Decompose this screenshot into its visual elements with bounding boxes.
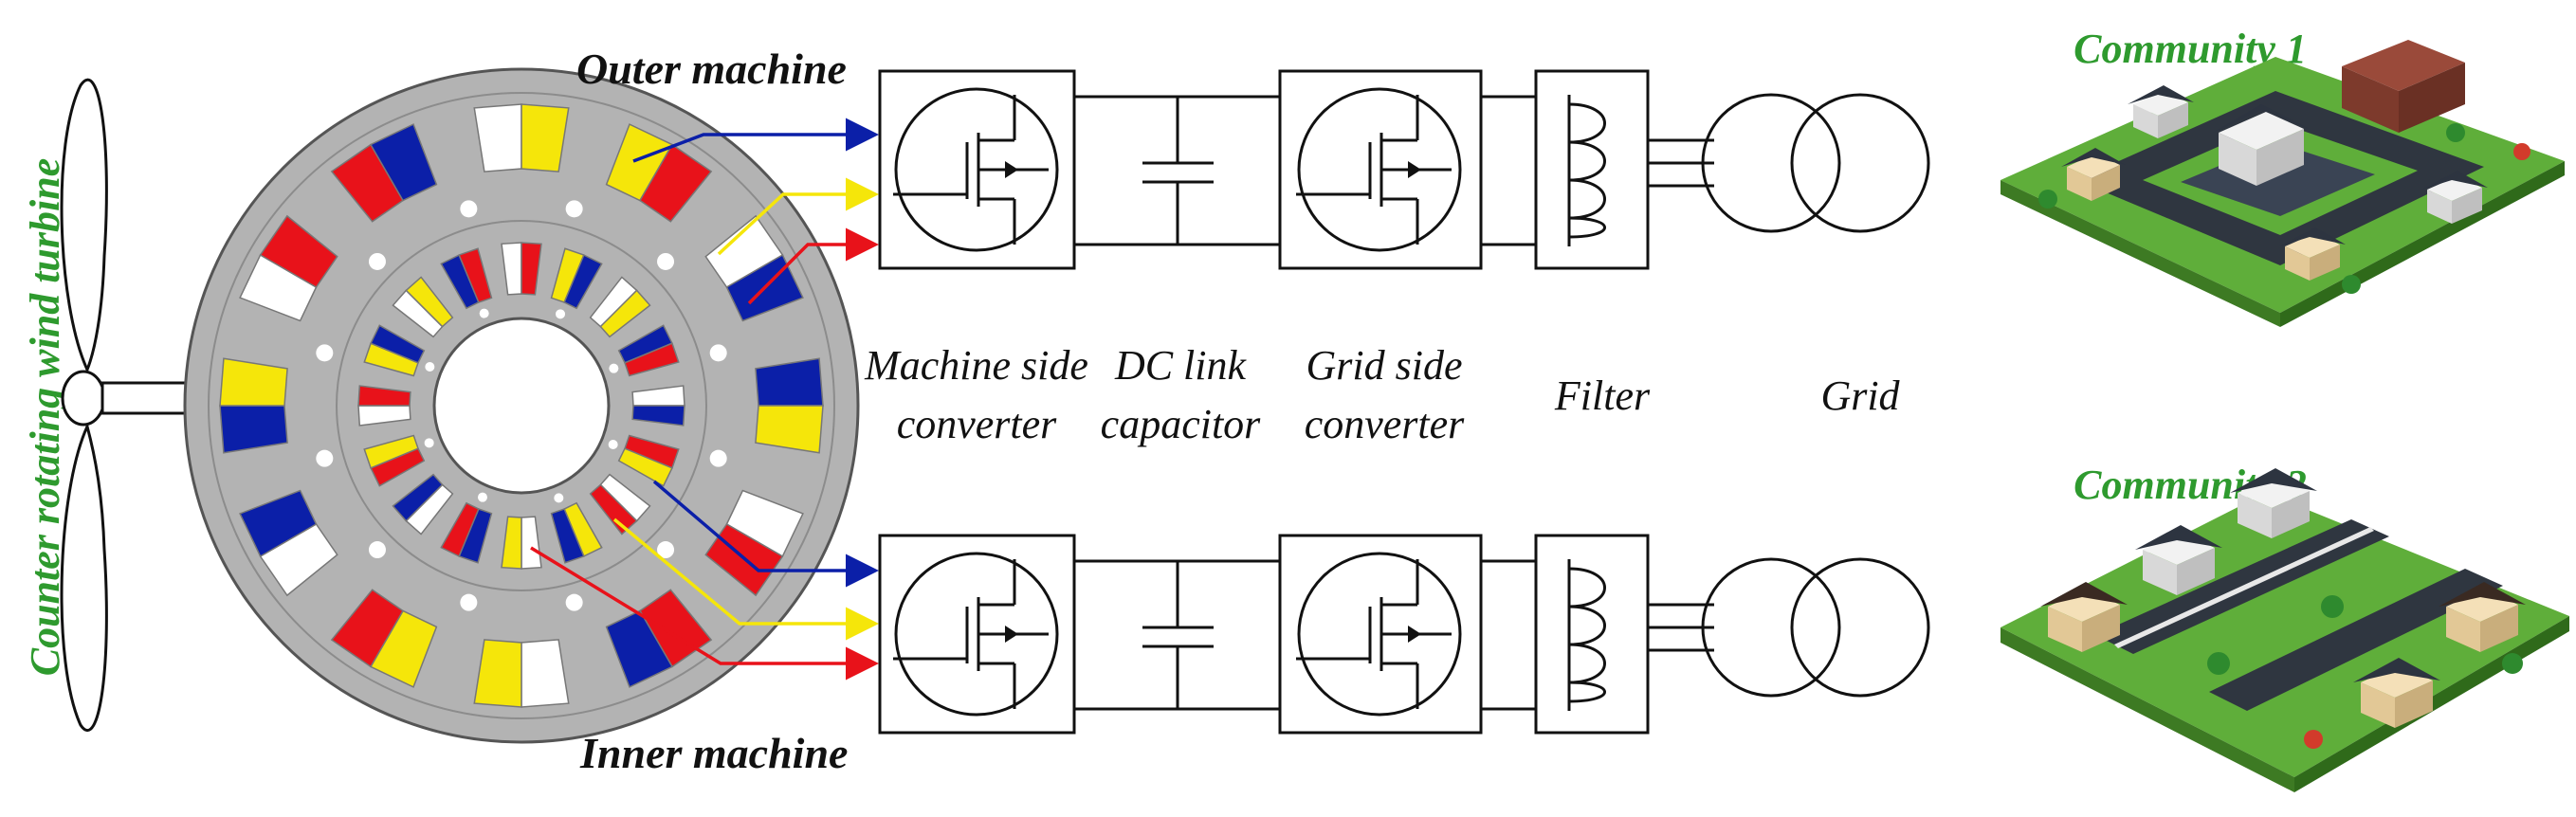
- inner-machine-label: Inner machine: [579, 729, 848, 777]
- filter-label: Filter: [1554, 372, 1651, 419]
- house-icon: [2128, 85, 2194, 138]
- community-2-illustration: [2001, 468, 2569, 792]
- mounting-holes: [316, 200, 727, 611]
- inductor-icon: [1567, 559, 1606, 711]
- mounting-hole: [709, 344, 727, 362]
- house-icon: [2135, 525, 2222, 595]
- mounting-hole: [477, 492, 487, 502]
- outer-slot: [473, 639, 570, 708]
- house-icon: [2353, 658, 2440, 728]
- outer-slot: [239, 489, 338, 597]
- mounting-hole: [460, 200, 478, 218]
- machine-side-label-line1: Machine side: [864, 342, 1088, 389]
- inner-slot: [550, 501, 603, 564]
- inner-slot: [363, 434, 426, 487]
- generator-shaft-bore: [432, 317, 611, 495]
- mounting-hole: [316, 344, 334, 362]
- mounting-hole: [709, 449, 727, 467]
- community-1-illustration: [2001, 40, 2565, 327]
- inner-slot: [440, 247, 493, 310]
- dual-rotor-generator: [183, 67, 860, 744]
- outer-slot: [239, 214, 338, 322]
- dc-link-label-line1: DC link: [1114, 342, 1248, 389]
- mounting-hole: [424, 438, 434, 448]
- building-icon: [2342, 40, 2465, 133]
- inner-slot: [589, 276, 651, 338]
- inner-slot: [617, 434, 680, 487]
- dc-link-capacitor-icon: [1142, 97, 1214, 245]
- grid-side-label-line1: Grid side: [1306, 342, 1463, 389]
- lower-power-chain: [878, 534, 1930, 735]
- mounting-hole: [657, 252, 675, 270]
- mounting-hole: [657, 541, 675, 559]
- mounting-hole: [565, 200, 583, 218]
- inner-slot: [631, 385, 685, 427]
- mounting-hole: [368, 252, 386, 270]
- machine-side-label-line2: converter: [897, 401, 1057, 447]
- mounting-hole: [479, 308, 489, 318]
- house-icon: [2040, 582, 2128, 652]
- inner-slot: [550, 247, 603, 310]
- outer-slot: [473, 103, 570, 172]
- mounting-hole: [460, 593, 478, 611]
- wind-turbine-icon: [60, 78, 190, 733]
- outer-slot: [605, 123, 713, 223]
- inner-rotor-slots: [357, 242, 685, 570]
- house-icon: [2230, 468, 2317, 538]
- grid-side-label-line2: converter: [1305, 401, 1465, 447]
- house-icon: [2421, 171, 2488, 224]
- mosfet-icon: [893, 552, 1059, 717]
- outer-slot: [219, 357, 288, 454]
- inner-phase-wires: [530, 480, 879, 681]
- inner-slot: [392, 473, 454, 536]
- mounting-hole: [565, 593, 583, 611]
- grid-transformer-icon: [1701, 93, 1930, 233]
- inner-slot: [501, 516, 542, 570]
- mounting-hole: [316, 449, 334, 467]
- dc-link-capacitor-icon: [1142, 561, 1214, 709]
- mounting-hole: [425, 361, 435, 372]
- outer-machine-label: Outer machine: [576, 45, 847, 93]
- mosfet-icon: [1296, 87, 1462, 252]
- outer-phase-wires: [632, 118, 879, 305]
- dc-link-label-line2: capacitor: [1101, 401, 1262, 447]
- inner-slot: [392, 276, 454, 338]
- mounting-hole: [609, 363, 619, 373]
- building-icon: [2213, 104, 2310, 186]
- inner-slot: [589, 473, 651, 536]
- mounting-hole: [556, 309, 566, 319]
- grid-label: Grid: [1820, 372, 1900, 419]
- house-icon: [2279, 227, 2346, 281]
- inductor-icon: [1567, 95, 1606, 246]
- upper-power-chain: [878, 69, 1930, 270]
- house-icon: [2061, 148, 2126, 201]
- mounting-hole: [554, 493, 564, 503]
- inner-slot: [363, 324, 426, 377]
- mounting-hole: [608, 440, 618, 450]
- mosfet-icon: [893, 87, 1059, 252]
- mosfet-icon: [1296, 552, 1462, 717]
- inner-slot: [357, 385, 411, 427]
- grid-transformer-icon: [1701, 557, 1930, 698]
- inner-slot: [440, 501, 493, 564]
- filter-block-1: [1534, 69, 1650, 270]
- outer-slot: [755, 357, 824, 454]
- outer-slot: [330, 589, 438, 688]
- inner-slot: [617, 324, 680, 377]
- house-icon: [2439, 582, 2526, 652]
- mounting-hole: [368, 541, 386, 559]
- outer-slot: [330, 123, 438, 223]
- filter-block-2: [1534, 534, 1650, 735]
- inner-slot: [501, 242, 542, 296]
